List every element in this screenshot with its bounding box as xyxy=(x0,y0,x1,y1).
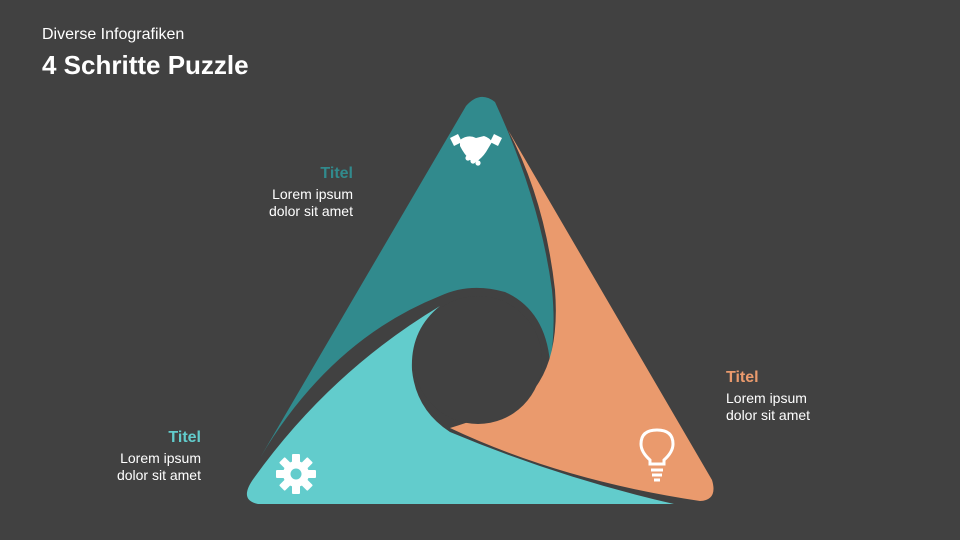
segment-right-line1: Lorem ipsum xyxy=(726,390,807,406)
segment-top-heading: Titel xyxy=(320,165,353,182)
handshake-icon xyxy=(450,134,502,166)
gear-icon xyxy=(276,454,316,494)
segment-left-line1: Lorem ipsum xyxy=(120,450,201,466)
segment-left[interactable] xyxy=(246,306,674,504)
slide-subtitle: Diverse Infografiken xyxy=(42,26,185,43)
segment-top-line2: dolor sit amet xyxy=(268,203,353,219)
segment-top-line1: Lorem ipsum xyxy=(272,186,353,202)
segment-right-heading: Titel xyxy=(726,369,759,386)
segment-right-line2: dolor sit amet xyxy=(726,407,811,423)
text-block-right: Titel Lorem ipsum dolor sit amet xyxy=(726,368,926,424)
segment-left-heading: Titel xyxy=(168,429,201,446)
segment-left-line2: dolor sit amet xyxy=(116,467,201,483)
center-hole xyxy=(414,296,542,424)
slide-title: 4 Schritte Puzzle xyxy=(42,50,249,80)
text-block-top: Titel Lorem ipsum dolor sit amet xyxy=(200,164,353,220)
lightbulb-icon xyxy=(639,428,675,482)
text-block-left: Titel Lorem ipsum dolor sit amet xyxy=(48,428,201,484)
segment-top[interactable] xyxy=(260,96,554,458)
